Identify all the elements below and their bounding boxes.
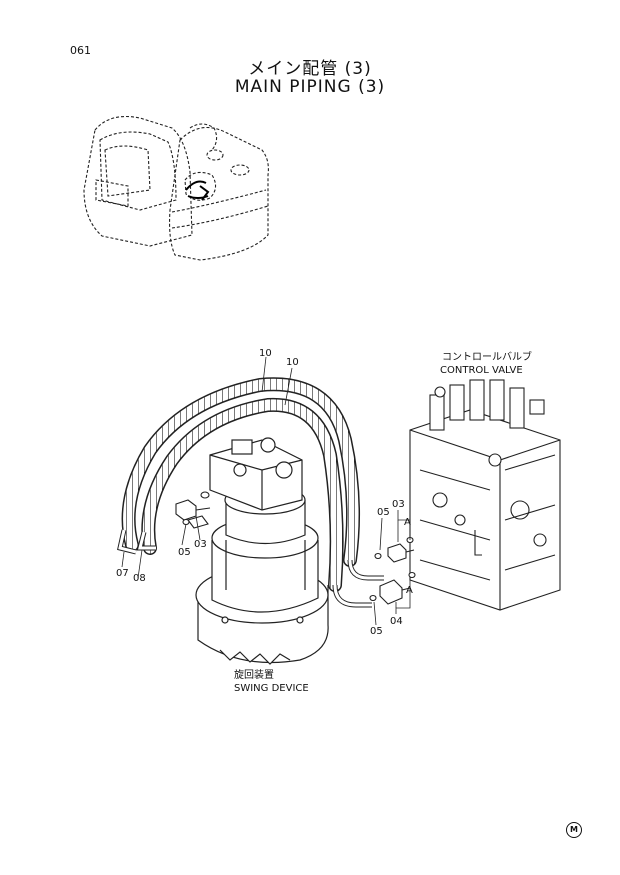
leader-lines [121,356,411,626]
callout-adapter-upper-right: 03 [392,499,405,510]
left-fittings [175,491,211,529]
thumbnail-highlight [185,180,210,201]
right-fittings [369,536,416,605]
excavator-thumbnail [83,115,269,261]
control-valve-drawing [409,379,561,611]
corner-mark-icon: M [566,822,582,838]
ref-mark-lower: A [406,585,413,596]
callout-hose-left: 10 [259,348,272,359]
ref-mark-upper: A [404,517,411,528]
control-valve-label-jp: コントロールバルブ [442,352,532,363]
swing-device-drawing [195,437,329,665]
swing-device-label-jp: 旋回装置 [234,670,274,681]
page-code: 061 [70,44,91,57]
hose-assembly [117,377,384,608]
callout-oring-lower-right: 05 [370,626,383,637]
callout-adapter-lower-right: 04 [390,616,403,627]
title-japanese: メイン配管 (3) [248,59,372,79]
callout-elbow-07: 07 [116,568,129,579]
callout-elbow-08: 08 [133,573,146,584]
title-english: MAIN PIPING (3) [234,77,386,97]
callout-oring-upper-right: 05 [377,507,390,518]
callout-hose-right: 10 [286,357,299,368]
callout-adapter-left: 03 [194,539,207,550]
callout-oring-left: 05 [178,547,191,558]
control-valve-label-en: CONTROL VALVE [440,365,523,376]
swing-device-label-en: SWING DEVICE [234,683,309,694]
